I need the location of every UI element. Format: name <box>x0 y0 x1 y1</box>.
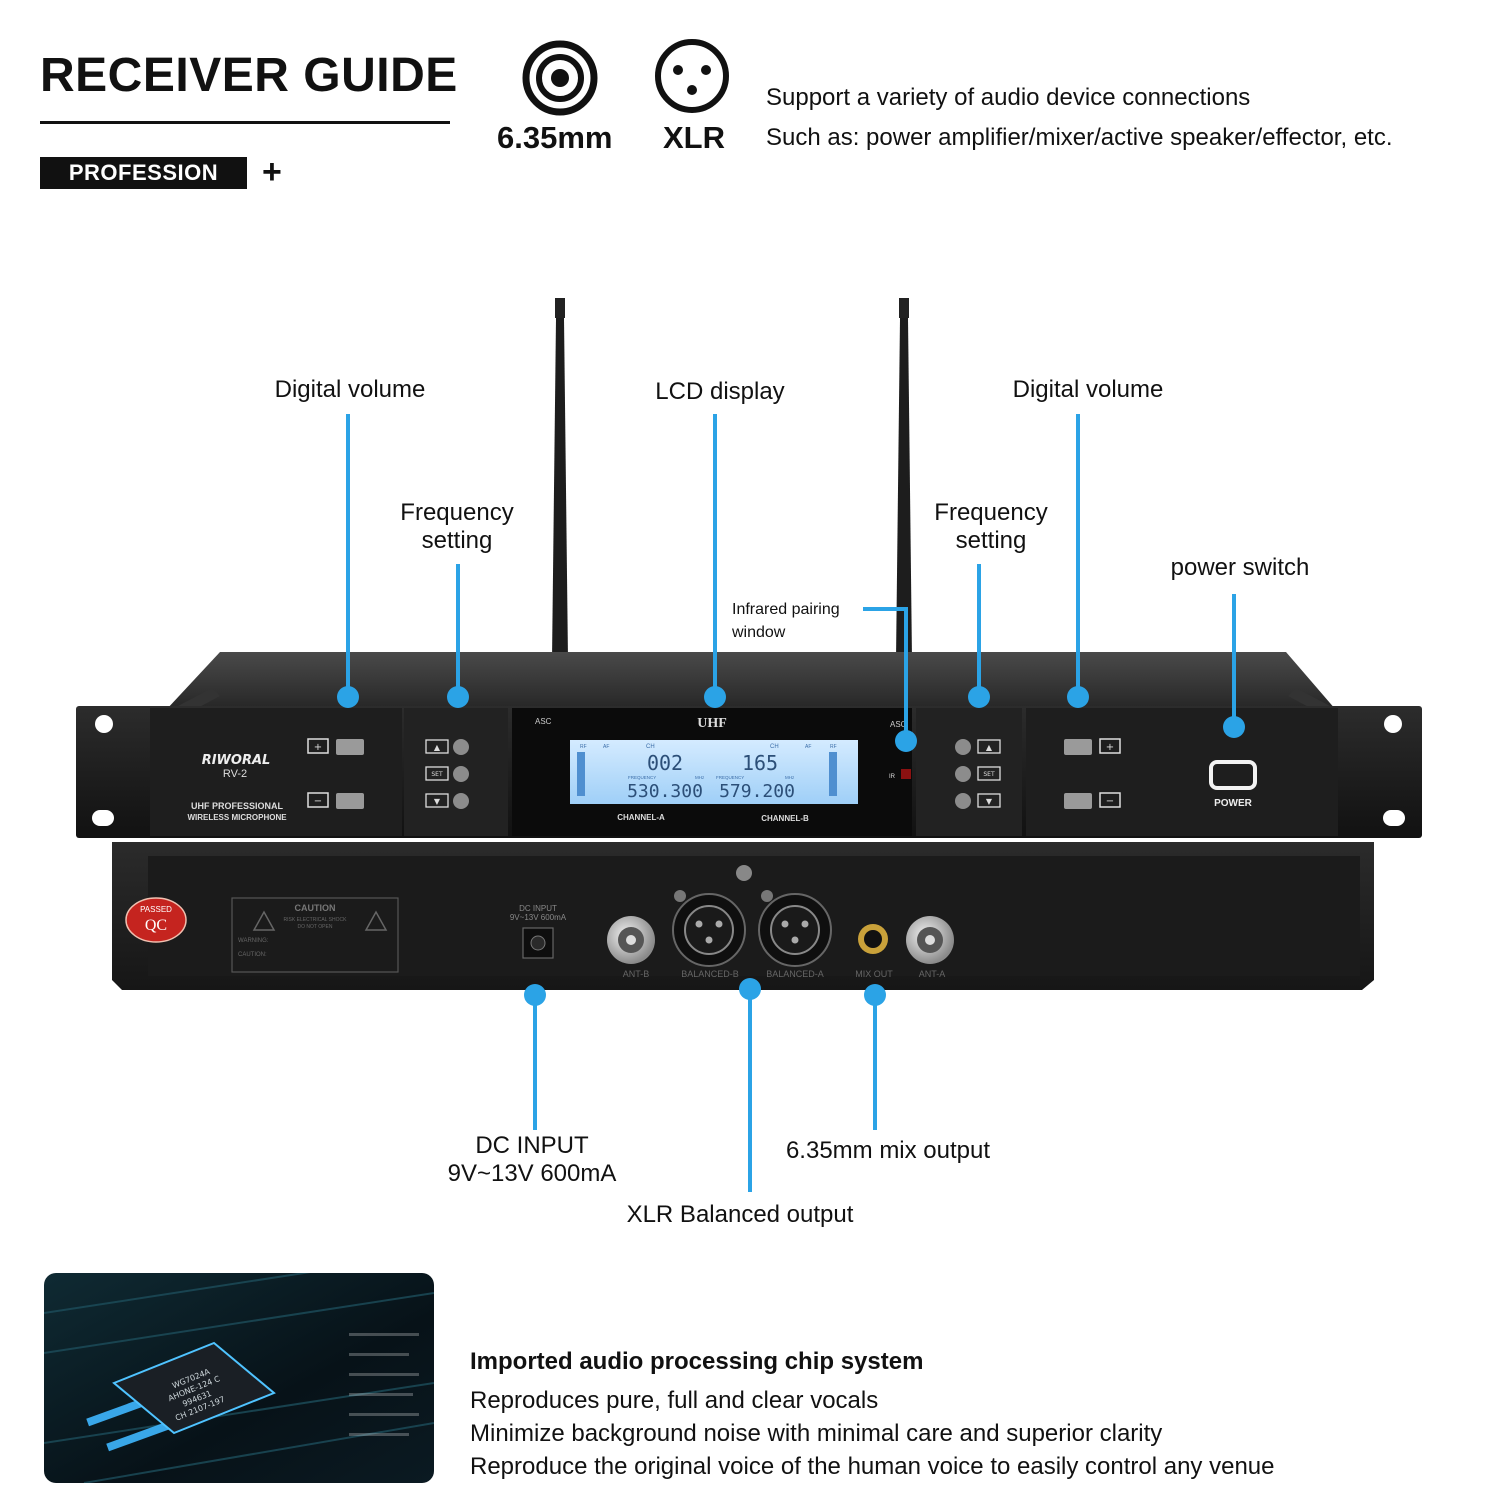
balanced-b-label: BALANCED-B <box>681 969 739 979</box>
intro-line-2: Such as: power amplifier/mixer/active sp… <box>766 124 1393 151</box>
svg-text:FREQUENCY: FREQUENCY <box>716 775 744 780</box>
svg-text:+: + <box>314 742 322 753</box>
callout-mix-output: 6.35mm mix output <box>785 1137 991 1164</box>
callout-dots <box>337 686 1245 1006</box>
lcd-frequency-a: 530.300 <box>627 781 703 802</box>
feature-line-2: Minimize background noise with minimal c… <box>470 1420 1163 1447</box>
lcd-channel-b: 165 <box>742 751 778 775</box>
dc-label-1: DC INPUT <box>519 904 557 913</box>
svg-text:DO NOT OPEN: DO NOT OPEN <box>298 924 333 930</box>
svg-text:RF: RF <box>580 744 587 750</box>
svg-text:FREQUENCY: FREQUENCY <box>628 775 656 780</box>
asc-label-left: ASC <box>535 717 552 726</box>
callout-xlr-output: XLR Balanced output <box>626 1201 854 1228</box>
svg-text:▼: ▼ <box>986 797 993 806</box>
xlr-connector-icon <box>655 39 729 113</box>
title-underline <box>40 121 450 124</box>
model-label: RV-2 <box>223 768 247 780</box>
xlr-output-b[interactable] <box>672 893 746 967</box>
subtitle-line-2: WIRELESS MICROPHONE <box>187 813 287 822</box>
volume-down-button-left[interactable]: − <box>307 792 364 809</box>
receiver-illustration: RIWORAL RV-2 UHF PROFESSIONAL WIRELESS M… <box>76 298 1422 1192</box>
svg-text:CH: CH <box>646 744 655 750</box>
callout-dc-input: DC INPUT 9V~13V 600mA <box>447 1132 617 1187</box>
frequency-buttons-left[interactable]: ▲ SET ▼ <box>425 739 469 809</box>
qc-sticker: PASSED QC <box>125 897 187 943</box>
callout-power-switch: power switch <box>1170 554 1310 581</box>
antenna-left <box>552 298 568 660</box>
svg-text:−: − <box>314 796 322 807</box>
feature-line-1: Reproduces pure, full and clear vocals <box>470 1387 879 1414</box>
svg-text:QC: QC <box>145 917 167 934</box>
svg-text:AF: AF <box>805 744 811 750</box>
svg-text:−: − <box>1106 796 1114 807</box>
jack-6-35mm-icon <box>522 40 598 116</box>
chip-icon: WG7024A AHONE-124 C 994631 CH 2107-197 <box>112 1341 276 1435</box>
svg-text:CH: CH <box>770 744 779 750</box>
infrared-window: IR <box>889 769 911 780</box>
svg-text:AF: AF <box>603 744 609 750</box>
svg-text:▲: ▲ <box>434 743 441 752</box>
callout-digital-volume-left: Digital volume <box>274 376 426 403</box>
subtitle-line-1: UHF PROFESSIONAL <box>191 801 284 811</box>
asc-label-right: ASC <box>890 720 907 729</box>
mix-out-jack[interactable] <box>858 924 888 954</box>
antenna-right <box>896 298 912 660</box>
frequency-buttons-right[interactable]: ▲ SET ▼ <box>955 739 1001 809</box>
svg-text:IR: IR <box>889 774 896 780</box>
antenna-connector-b[interactable] <box>607 916 655 964</box>
channel-a-label: CHANNEL-A <box>617 813 665 822</box>
svg-text:▲: ▲ <box>986 743 993 752</box>
intro-line-1: Support a variety of audio device connec… <box>766 84 1251 111</box>
feature-line-3: Reproduce the original voice of the huma… <box>470 1453 1275 1480</box>
svg-text:RF: RF <box>830 744 837 750</box>
mix-out-label: MIX OUT <box>855 969 893 979</box>
lcd-display: RF AF AF RF CH CH 002 165 FREQUENCY FREQ… <box>570 740 858 804</box>
callout-frequency-left: Frequency setting <box>400 499 514 554</box>
feature-title: Imported audio processing chip system <box>470 1348 924 1375</box>
plus-sign: + <box>262 153 282 191</box>
callout-lines <box>346 414 1236 1192</box>
profession-badge: PROFESSION <box>40 157 247 189</box>
lcd-frequency-b: 579.200 <box>719 781 795 802</box>
volume-down-button-right[interactable]: − <box>1064 792 1121 809</box>
svg-text:CAUTION:: CAUTION: <box>238 952 267 958</box>
ant-a-label: ANT-A <box>919 969 946 979</box>
xlr-label: XLR <box>663 120 725 155</box>
page-title: RECEIVER GUIDE <box>40 49 458 102</box>
power-label: POWER <box>1214 798 1253 809</box>
callout-digital-volume-right: Digital volume <box>1012 376 1164 403</box>
svg-text:PASSED: PASSED <box>140 905 172 914</box>
svg-text:MHz: MHz <box>785 775 795 780</box>
svg-text:▼: ▼ <box>434 797 441 806</box>
chip-image: WG7024A AHONE-124 C 994631 CH 2107-197 <box>44 1273 434 1483</box>
power-switch[interactable] <box>1209 760 1257 790</box>
svg-text:+: + <box>1106 742 1114 753</box>
antenna-connector-a[interactable] <box>906 916 954 964</box>
volume-up-button-right[interactable]: + <box>1064 738 1121 755</box>
uhf-label: UHF <box>697 716 727 731</box>
callout-frequency-right: Frequency setting <box>934 499 1048 554</box>
volume-up-button-left[interactable]: + <box>307 738 364 755</box>
xlr-output-a[interactable] <box>758 893 832 967</box>
svg-text:SET: SET <box>431 771 443 778</box>
jack-label: 6.35mm <box>497 120 613 155</box>
dc-label-2: 9V~13V 600mA <box>510 913 567 922</box>
svg-text:MHz: MHz <box>695 775 705 780</box>
callout-lcd-display: LCD display <box>655 378 785 405</box>
svg-text:WARNING:: WARNING: <box>238 938 269 944</box>
brand-logo: RIWORAL <box>202 753 271 768</box>
dc-input-jack[interactable] <box>522 927 554 959</box>
svg-text:CAUTION: CAUTION <box>295 903 336 913</box>
lcd-channel-a: 002 <box>647 751 683 775</box>
svg-text:SET: SET <box>983 771 995 778</box>
callout-infrared: Infrared pairing window <box>732 601 840 641</box>
channel-b-label: CHANNEL-B <box>761 814 809 823</box>
balanced-a-label: BALANCED-A <box>766 969 824 979</box>
ant-b-label: ANT-B <box>623 969 650 979</box>
svg-text:RISK ELECTRICAL SHOCK: RISK ELECTRICAL SHOCK <box>284 917 348 923</box>
caution-label: CAUTION RISK ELECTRICAL SHOCK DO NOT OPE… <box>231 897 399 973</box>
